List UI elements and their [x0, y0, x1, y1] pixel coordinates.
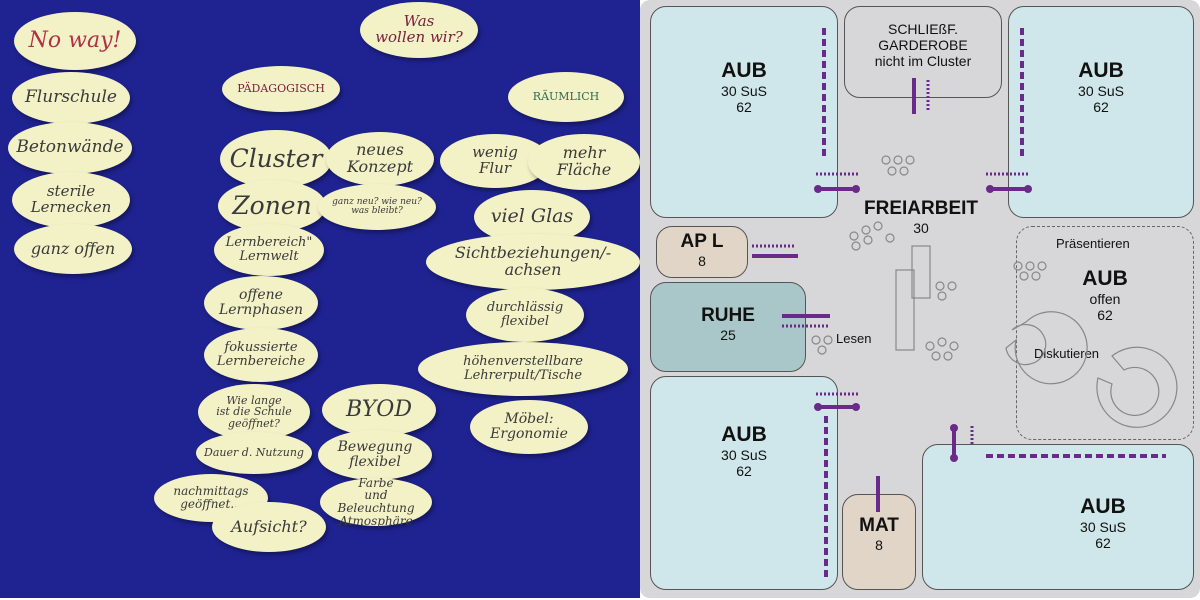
note-text: Dauer d. Nutzung: [204, 446, 304, 460]
room-aub-bottom-right: AUB 30 SuS 62: [922, 444, 1194, 590]
note-text: Wie lange ist die Schule geöffnet?: [216, 393, 292, 430]
brainstorm-board-photo: No way! Was wollen wir? Flurschule Beton…: [0, 0, 640, 598]
note-text: durchlässig flexibel: [486, 300, 564, 329]
note-text: BYOD: [346, 397, 412, 423]
room-area: 62: [736, 463, 752, 480]
note-text: sterile Lernecken: [30, 182, 112, 216]
note-text: viel Glas: [490, 205, 574, 228]
room-garderobe: SCHLIEßF. GARDEROBE nicht im Cluster: [844, 6, 1002, 98]
note-oval: Flurschule: [12, 72, 130, 124]
note-text: höhenverstellbare Lehrerpult/Tische: [463, 354, 583, 383]
note-oval: nachmittags geöffnet...: [154, 474, 268, 522]
note-text: Bewegung flexibel: [337, 439, 413, 470]
note-oval: No way!: [14, 12, 136, 70]
room-title: AUB: [721, 423, 767, 446]
label-diskutieren: Diskutieren: [1034, 346, 1100, 361]
room-title: AP L: [680, 231, 724, 252]
room-capacity: offen: [1089, 291, 1121, 307]
note-oval: Farbe und Beleuchtung Atmosphäre: [320, 475, 432, 528]
note-text: wenig Flur: [472, 143, 518, 177]
room-ruhe: RUHE 25: [650, 282, 806, 372]
room-title: AUB: [1082, 267, 1128, 290]
room-ap-l: AP L 8: [656, 226, 748, 278]
freiarbeit-num: 30: [913, 220, 929, 236]
note-text: Farbe und Beleuchtung Atmosphäre: [337, 475, 415, 528]
note-oval: Zonen: [218, 180, 326, 232]
note-text: RÄUMLICH: [532, 90, 600, 104]
note-oval: PÄDAGOGISCH: [222, 66, 340, 112]
room-title: AUB: [1078, 59, 1124, 82]
note-text: Was wollen wir?: [375, 12, 463, 46]
room-title: AUB: [1080, 495, 1126, 518]
note-oval: Betonwände: [8, 122, 132, 174]
room-area: 62: [1095, 535, 1111, 552]
note-text: fokussierte Lernbereiche: [216, 340, 306, 369]
note-oval: höhenverstellbare Lehrerpult/Tische: [418, 342, 628, 396]
note-text: ganz offen: [30, 238, 116, 258]
room-line: GARDEROBE: [878, 37, 968, 54]
note-oval: RÄUMLICH: [508, 72, 624, 122]
note-text: PÄDAGOGISCH: [237, 82, 325, 96]
note-oval: wenig Flur: [440, 134, 550, 188]
freiarbeit-label: FREIARBEIT 30: [838, 198, 1004, 236]
note-oval: ganz offen: [14, 224, 132, 274]
room-title: AUB: [721, 59, 767, 82]
note-text: nachmittags geöffnet...: [173, 484, 249, 511]
note-text: Lernbereich" Lernwelt: [225, 235, 313, 264]
note-oval: Aufsicht?: [212, 502, 326, 552]
note-oval: neues Konzept: [326, 132, 434, 186]
note-text: Zonen: [232, 190, 312, 220]
note-oval: durchlässig flexibel: [466, 288, 584, 342]
note-oval: Lernbereich" Lernwelt: [214, 224, 324, 276]
note-oval: ganz neu? wie neu? was bleibt?: [318, 184, 436, 230]
note-text: Cluster: [229, 143, 323, 173]
note-text: No way!: [28, 28, 122, 54]
note-oval: Was wollen wir?: [360, 2, 478, 58]
note-text: Flurschule: [25, 87, 117, 108]
room-title: RUHE: [701, 305, 755, 326]
room-area: 25: [720, 327, 736, 343]
room-capacity: 30 SuS: [721, 83, 767, 99]
note-oval: BYOD: [322, 384, 436, 436]
note-oval: Bewegung flexibel: [318, 430, 432, 480]
note-text: neues Konzept: [346, 140, 414, 176]
room-mat: MAT 8: [842, 494, 916, 590]
room-area: 62: [736, 99, 752, 116]
note-oval: Sichtbeziehungen/-achsen: [426, 234, 640, 290]
freiarbeit-title: FREIARBEIT: [864, 198, 978, 219]
room-area: 8: [875, 537, 883, 553]
label-lesen: Lesen: [836, 331, 872, 346]
note-oval: fokussierte Lernbereiche: [204, 328, 318, 382]
note-text: mehr Fläche: [556, 143, 612, 179]
note-text: offene Lernphasen: [218, 287, 304, 318]
room-area: 8: [698, 253, 706, 269]
room-aub-bottom-left: AUB 30 SuS 62: [650, 376, 838, 590]
note-text: Sichtbeziehungen/-achsen: [454, 243, 612, 279]
note-oval: Cluster: [220, 130, 332, 188]
note-text: Betonwände: [16, 137, 124, 158]
room-aub-top-left: AUB 30 SuS 62: [650, 6, 838, 218]
note-oval: offene Lernphasen: [204, 276, 318, 330]
note-text: Aufsicht?: [231, 516, 307, 536]
room-aub-top-right: AUB 30 SuS 62: [1008, 6, 1194, 218]
floor-plan: AUB 30 SuS 62 SCHLIEßF. GARDEROBE nicht …: [640, 0, 1200, 598]
note-oval: sterile Lernecken: [12, 172, 130, 228]
room-line: SCHLIEßF.: [887, 21, 958, 37]
note-text: Möbel: Ergonomie: [490, 411, 568, 442]
note-oval: Wie lange ist die Schule geöffnet?: [198, 384, 310, 440]
note-oval: mehr Fläche: [528, 134, 640, 190]
note-oval: Möbel: Ergonomie: [470, 400, 588, 454]
room-capacity: 30 SuS: [1078, 83, 1124, 99]
room-line: nicht im Cluster: [874, 53, 972, 70]
room-area: 62: [1093, 99, 1109, 116]
room-aub-open: AUB offen 62: [1016, 226, 1194, 440]
room-capacity: 30 SuS: [1080, 519, 1126, 535]
room-title: MAT: [859, 515, 899, 536]
note-text: ganz neu? wie neu? was bleibt?: [332, 196, 422, 216]
label-praesentieren: Präsentieren: [1056, 236, 1130, 251]
room-capacity: 30 SuS: [721, 447, 767, 463]
note-oval: Dauer d. Nutzung: [196, 432, 312, 474]
room-area: 62: [1097, 307, 1113, 324]
